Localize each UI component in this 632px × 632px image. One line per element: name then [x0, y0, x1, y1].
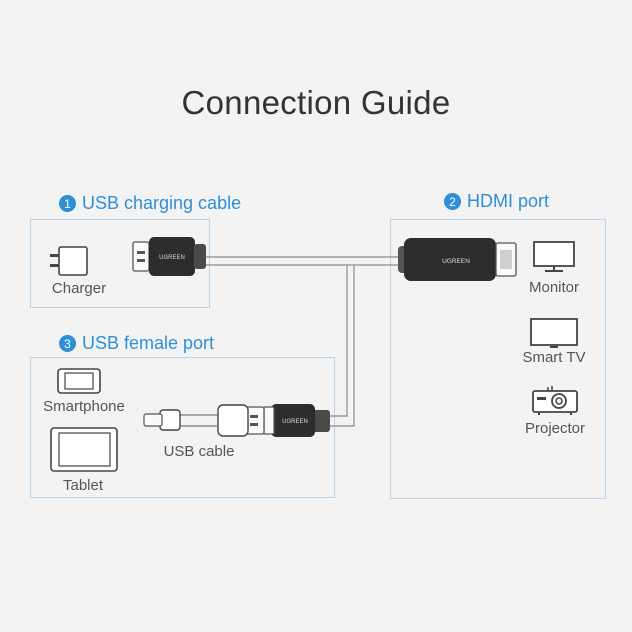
- smart-tv-label: Smart TV: [522, 349, 586, 366]
- brand-label: UGREEN: [159, 255, 185, 261]
- usb-cable-label: USB cable: [163, 443, 235, 460]
- smartphone-icon: [57, 368, 101, 394]
- section-title-usb-charging: 1 USB charging cable: [59, 193, 241, 214]
- section-number: 3: [59, 335, 76, 352]
- smart-tv-icon: [530, 318, 578, 348]
- projector-icon: [532, 386, 578, 415]
- usb-cable: [143, 404, 265, 437]
- charger-label: Charger: [51, 280, 107, 297]
- section-number: 1: [59, 195, 76, 212]
- section-number: 2: [444, 193, 461, 210]
- tablet-icon: [50, 427, 118, 472]
- hdmi-port-panel: [390, 219, 606, 499]
- usb-charging-plug: UGREEN: [132, 237, 206, 276]
- section-label: USB charging cable: [82, 193, 242, 213]
- brand-label: UGREEN: [282, 419, 308, 425]
- usb-female-port: UGREEN: [263, 404, 330, 437]
- tablet-label: Tablet: [62, 477, 104, 494]
- section-title-usb-female: 3 USB female port: [59, 333, 214, 354]
- usb-charging-panel: [30, 219, 210, 308]
- hdmi-connector: UGREEN: [398, 238, 517, 281]
- monitor-icon: [533, 241, 575, 272]
- usb-female-panel: [30, 357, 335, 498]
- charger-icon: [50, 246, 88, 276]
- page-title: Connection Guide: [181, 84, 451, 121]
- section-label: HDMI port: [467, 191, 550, 211]
- section-title-hdmi-port: 2 HDMI port: [444, 191, 549, 212]
- projector-label: Projector: [524, 420, 586, 437]
- section-label: USB female port: [82, 333, 215, 353]
- main-cable: [196, 256, 402, 427]
- monitor-label: Monitor: [528, 279, 580, 296]
- brand-label: UGREEN: [442, 258, 470, 265]
- smartphone-label: Smartphone: [43, 398, 125, 415]
